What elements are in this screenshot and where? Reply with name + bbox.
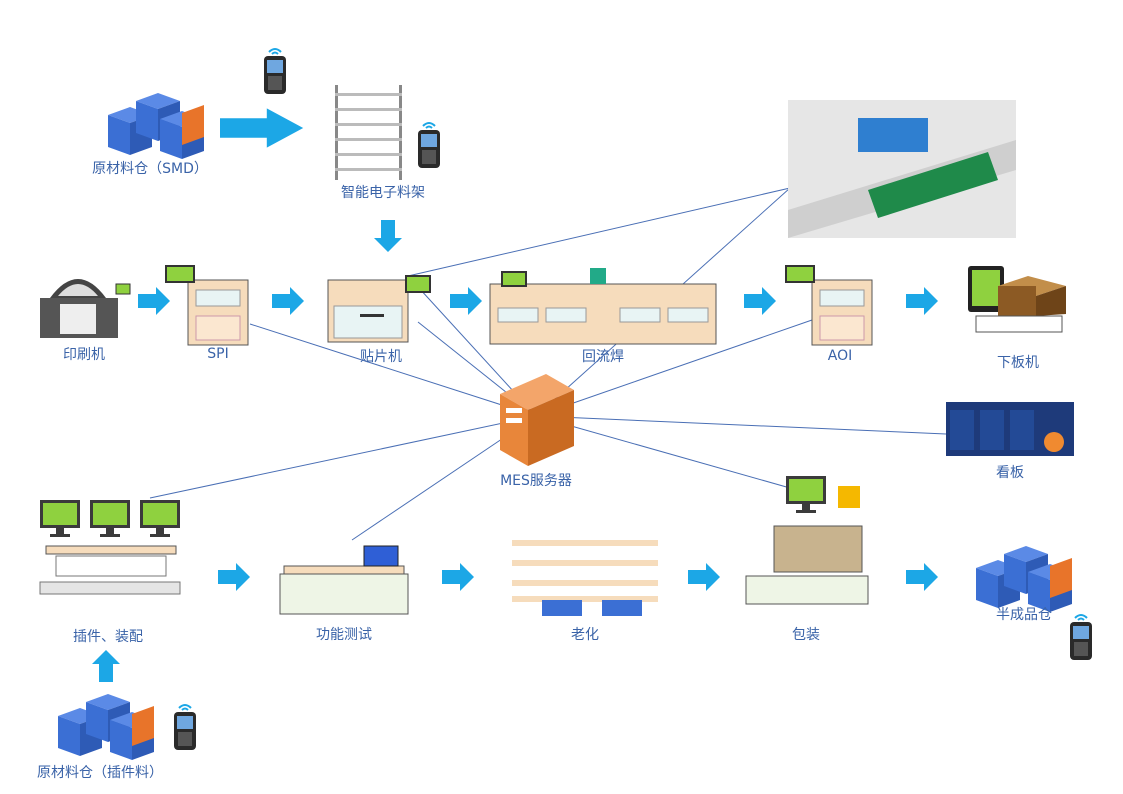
- label-semi-store: 半成品仓: [996, 607, 1052, 623]
- rack-shelf: [335, 153, 402, 156]
- rack-shelf: [335, 108, 402, 111]
- connection-line: [535, 415, 791, 489]
- label-func-test: 功能测试: [316, 627, 372, 643]
- scanner-icon: [1069, 614, 1093, 661]
- flow-arrow-icon: [138, 287, 170, 315]
- label-spi: SPI: [207, 346, 229, 362]
- insert-assembly-icon: [39, 500, 181, 595]
- smart-rack-icon: [335, 85, 402, 180]
- connection-line: [407, 187, 791, 277]
- kanban-board-icon: [946, 402, 1074, 456]
- label-mes: MES服务器: [500, 473, 572, 489]
- label-packing: 包装: [792, 627, 820, 643]
- packing-machine-icon: [745, 476, 869, 605]
- connection-line: [535, 319, 813, 417]
- connection-line: [249, 323, 537, 417]
- mounter-machine-icon: [327, 275, 431, 343]
- function-test-icon: [279, 545, 409, 615]
- mes-server-icon: [500, 374, 574, 466]
- flow-arrow-icon: [218, 563, 250, 591]
- flow-arrow-icon: [442, 563, 474, 591]
- semi-product-warehouse-icon: [976, 546, 1072, 612]
- flow-arrow-icon: [92, 650, 120, 682]
- flow-arrow-icon: [906, 287, 938, 315]
- flow-arrow-icon: [374, 220, 402, 252]
- connection-line: [535, 415, 947, 435]
- scanner-icon: [263, 48, 287, 95]
- flow-arrow-icon: [688, 563, 720, 591]
- unloader-machine-icon: [968, 266, 1066, 333]
- printer-machine-icon: [40, 279, 131, 338]
- aoi-camera-photo: [788, 100, 1016, 238]
- label-kanban: 看板: [996, 465, 1024, 481]
- rack-shelf: [335, 93, 402, 96]
- flow-arrow-icon: [450, 287, 482, 315]
- rack-shelf: [335, 123, 402, 126]
- aoi-machine-icon: [785, 265, 873, 346]
- flow-arrow-icon: [906, 563, 938, 591]
- raw-insert-warehouse-icon: [58, 694, 154, 760]
- connection-line: [149, 415, 537, 499]
- aging-rack-icon: [512, 540, 658, 616]
- label-smart-rack: 智能电子料架: [341, 185, 425, 201]
- rack-shelf: [335, 168, 402, 171]
- label-unloader: 下板机: [997, 355, 1039, 371]
- raw-smd-warehouse-icon: [108, 93, 204, 159]
- reflow-oven-icon: [489, 268, 717, 345]
- label-reflow: 回流焊: [582, 349, 624, 365]
- label-mounter: 贴片机: [360, 349, 402, 365]
- flow-arrow-icon: [220, 108, 304, 148]
- label-printer: 印刷机: [63, 347, 105, 363]
- flow-arrow-icon: [744, 287, 776, 315]
- label-insert: 插件、装配: [73, 629, 143, 645]
- label-raw-insert: 原材料仓（插件料）: [37, 765, 163, 781]
- scanner-icon: [173, 704, 197, 751]
- label-aging: 老化: [571, 627, 599, 643]
- scanner-icon: [417, 122, 441, 169]
- flow-arrow-icon: [272, 287, 304, 315]
- spi-machine-icon: [165, 265, 249, 346]
- label-raw-smd: 原材料仓（SMD）: [92, 161, 208, 177]
- rack-shelf: [335, 138, 402, 141]
- label-aoi: AOI: [827, 348, 853, 364]
